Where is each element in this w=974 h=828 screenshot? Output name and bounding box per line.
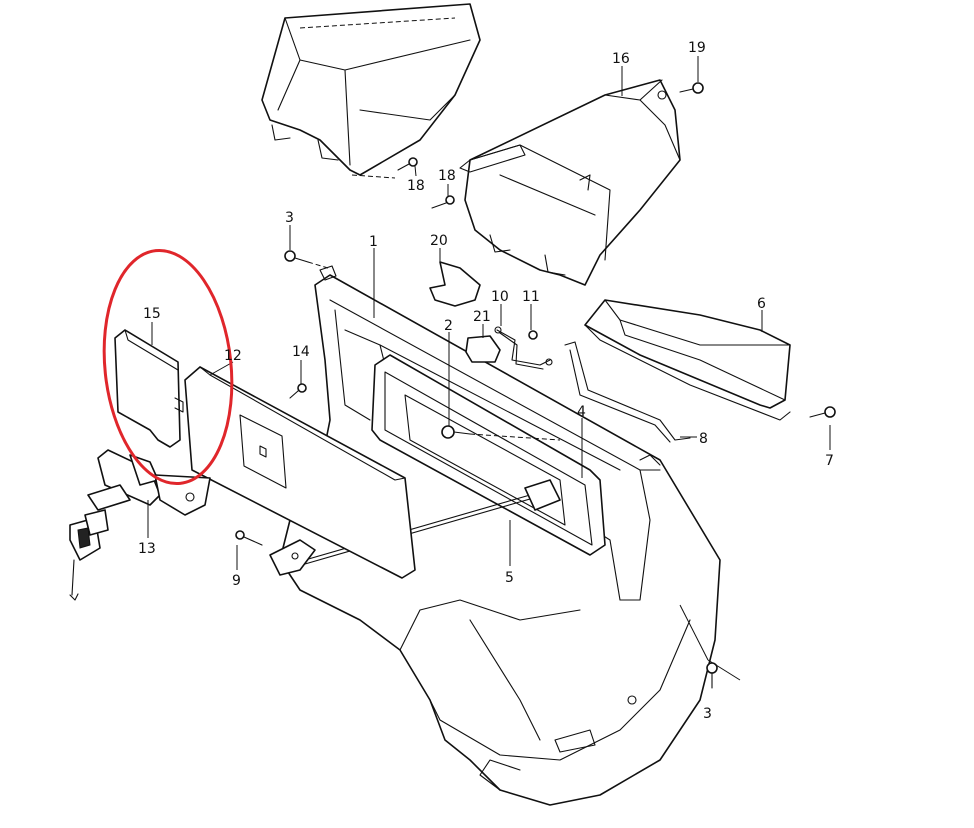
callout-2: 2 [444, 318, 453, 334]
callout-21: 21 [473, 309, 491, 325]
rod-5 [304, 479, 561, 565]
leader-lines [147, 56, 831, 681]
callout-3-upper: 3 [285, 210, 294, 226]
screw-11 [528, 330, 538, 340]
callout-7: 7 [825, 453, 834, 469]
clip-21 [465, 335, 501, 363]
callout-16: 16 [612, 51, 630, 67]
highlight-ellipse [102, 248, 234, 486]
screw-3-upper [284, 250, 329, 269]
screw-9 [235, 530, 263, 546]
screw-7 [809, 406, 836, 418]
screw-3-lower [706, 662, 718, 689]
callout-18-upper: 18 [407, 178, 425, 194]
lock-assembly-13 [69, 449, 211, 601]
bolt-2 [441, 425, 561, 441]
screw-19 [679, 82, 704, 94]
callout-13: 13 [138, 541, 156, 557]
duct-16 [459, 79, 681, 286]
lid-panel-12 [184, 366, 416, 579]
hinge [269, 539, 316, 576]
screw-18-upper [397, 157, 418, 171]
screw-18-lower [431, 195, 455, 209]
callout-1: 1 [369, 234, 378, 250]
callout-10: 10 [491, 289, 509, 305]
callout-9: 9 [232, 573, 241, 589]
callout-19: 19 [688, 40, 706, 56]
callout-3-lower: 3 [703, 706, 712, 722]
callout-12: 12 [224, 348, 242, 364]
callout-11: 11 [522, 289, 540, 305]
callout-6: 6 [757, 296, 766, 312]
bracket-20 [429, 261, 481, 307]
callout-8: 8 [699, 431, 708, 447]
wire-8 [564, 341, 691, 443]
screw-14 [289, 383, 307, 399]
upper-duct [261, 3, 481, 179]
callout-20: 20 [430, 233, 448, 249]
lid-6 [584, 299, 791, 421]
callout-5: 5 [505, 570, 514, 586]
callout-labels: 1 2 3 3 4 5 6 7 8 9 10 11 12 13 14 15 16… [138, 40, 834, 722]
callout-4: 4 [577, 404, 586, 420]
callout-15: 15 [143, 306, 161, 322]
callout-18-lower: 18 [438, 168, 456, 184]
cable-10 [494, 326, 553, 370]
cover-15 [114, 329, 184, 448]
callout-14: 14 [292, 344, 310, 360]
